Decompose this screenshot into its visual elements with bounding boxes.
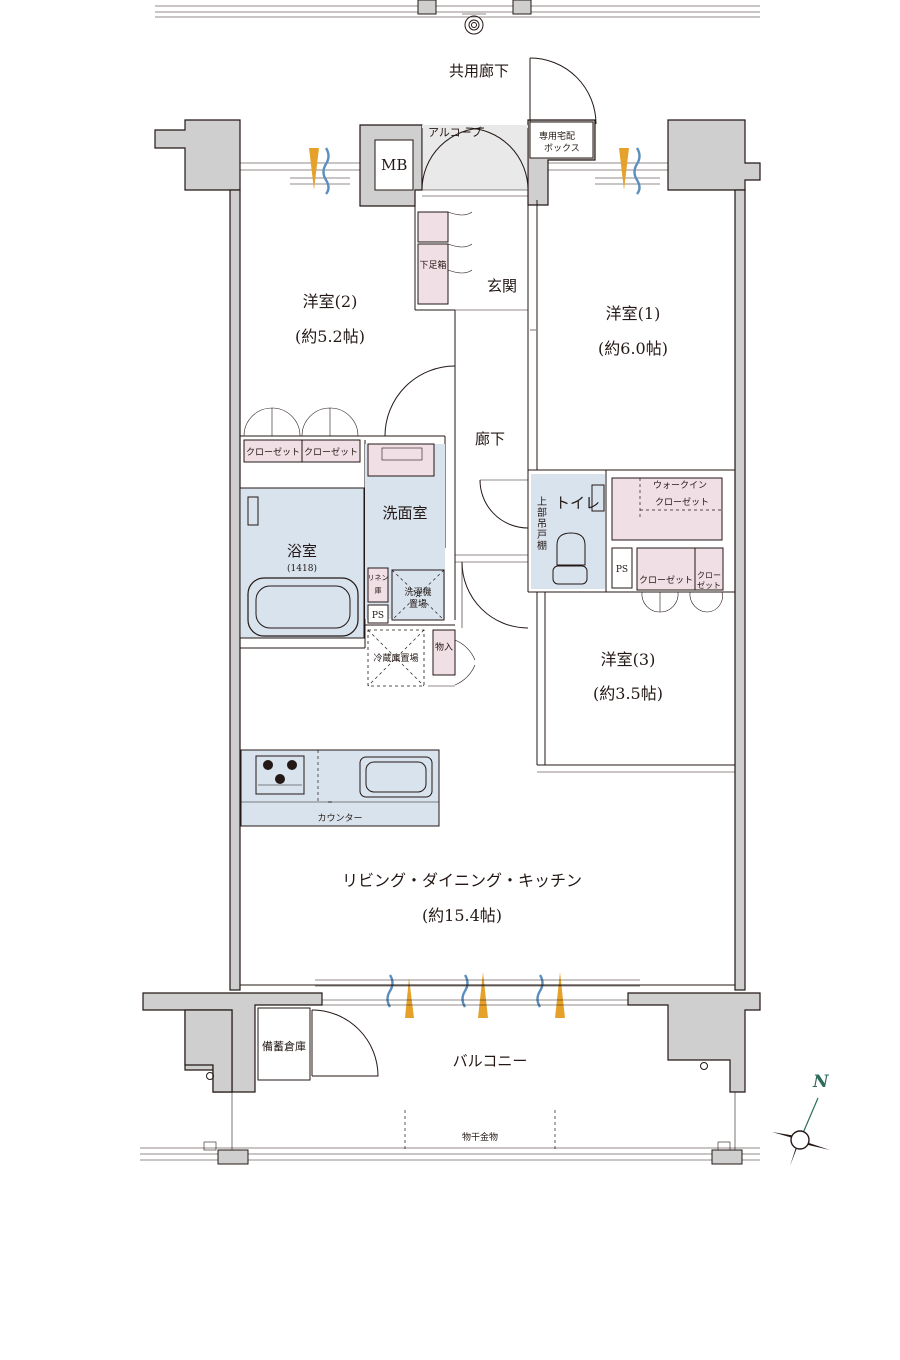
alcove-area — [422, 125, 528, 190]
linen-label-1: リネン — [368, 574, 389, 582]
entrance-label: 玄関 — [487, 277, 517, 295]
ps-label-left: PS — [372, 611, 384, 621]
toilet-label: トイレ — [555, 494, 600, 512]
delivery-box-label-2: ボックス — [544, 143, 580, 154]
walk-in-closet-label: クローゼット — [655, 496, 709, 508]
emergency-storage-label: 備蓄倉庫 — [262, 1039, 306, 1053]
storage-label: 物入 — [435, 641, 453, 653]
room1-label: 洋室(1) — [606, 304, 661, 323]
room3-size-label: (約3.5帖) — [593, 684, 663, 703]
walk-in-closet — [611, 477, 723, 541]
corridor-railing — [155, 0, 760, 35]
linen-label-2: 庫 — [375, 586, 382, 595]
drying-rack-label: 物干金物 — [462, 1131, 498, 1143]
room3-closet-short-2: ゼット — [697, 580, 721, 590]
ldk-size-label: (約15.4帖) — [422, 906, 502, 925]
svg-text:上部吊戸棚: 上部吊戸棚 — [535, 496, 547, 551]
sink-icon — [359, 756, 433, 798]
toilet-room — [531, 474, 605, 589]
fridge-space — [367, 629, 425, 687]
room2-size-label: (約5.2帖) — [295, 327, 365, 346]
alcove-label: アルコーブ — [428, 125, 482, 139]
entrance-doors — [421, 57, 597, 197]
compass-icon — [772, 1097, 830, 1166]
room3-closet-b — [694, 547, 724, 591]
closet-label-2: クローゼット — [304, 446, 358, 458]
storage-closet — [432, 629, 456, 676]
stove-icon — [255, 755, 305, 795]
room3-label: 洋室(3) — [601, 650, 656, 669]
ldk-label: リビング・ダイニング・キッチン — [342, 871, 582, 890]
bathroom-label: 浴室 — [287, 542, 317, 560]
delivery-box-label-1: 専用宅配 — [539, 130, 575, 142]
counter-label: カウンター — [317, 813, 362, 824]
linen-closet — [367, 567, 389, 603]
shoe-box-label: 下足箱 — [419, 259, 446, 271]
bathtub-icon — [247, 496, 359, 637]
hallway-label: 廊下 — [475, 430, 505, 448]
room3-closet-label: クローゼット — [639, 574, 693, 586]
north-label: N — [812, 1072, 830, 1092]
ps-label-right: PS — [616, 565, 628, 575]
fridge-label: 冷蔵庫置場 — [373, 652, 418, 664]
bath-size-label: (1418) — [287, 563, 317, 574]
balcony-windows — [315, 979, 640, 1006]
balcony-label: バルコニー — [453, 1052, 528, 1070]
toilet-icon — [552, 484, 605, 585]
vent-arrow-icon — [309, 147, 641, 1018]
closet-label-1: クローゼット — [246, 446, 300, 458]
room2-closets — [243, 407, 361, 463]
ps-box-left — [367, 604, 389, 624]
ps-box-right — [611, 547, 633, 589]
washer-label-2: 置場 — [409, 598, 427, 610]
washroom-label: 洗面室 — [382, 504, 427, 522]
room3-closet-a — [636, 547, 696, 591]
mb-label: MB — [381, 156, 407, 174]
outer-walls — [142, 119, 761, 1093]
emergency-storage — [257, 1007, 311, 1081]
public-corridor-label: 共用廊下 — [449, 62, 509, 80]
shoe-box — [417, 211, 473, 305]
room2-label: 洋室(2) — [303, 292, 358, 311]
washer-label-1: 洗濯機 — [404, 586, 431, 598]
room3-closet-short-1: クロー — [697, 571, 721, 580]
walk-in-label: ウォークイン — [653, 480, 707, 491]
upper-shelf-label: 上部吊戸棚 — [535, 496, 547, 551]
room1-size-label: (約6.0帖) — [598, 339, 668, 358]
top-windows — [240, 162, 668, 185]
washer-area — [391, 569, 445, 621]
balcony-railing — [140, 1092, 760, 1165]
